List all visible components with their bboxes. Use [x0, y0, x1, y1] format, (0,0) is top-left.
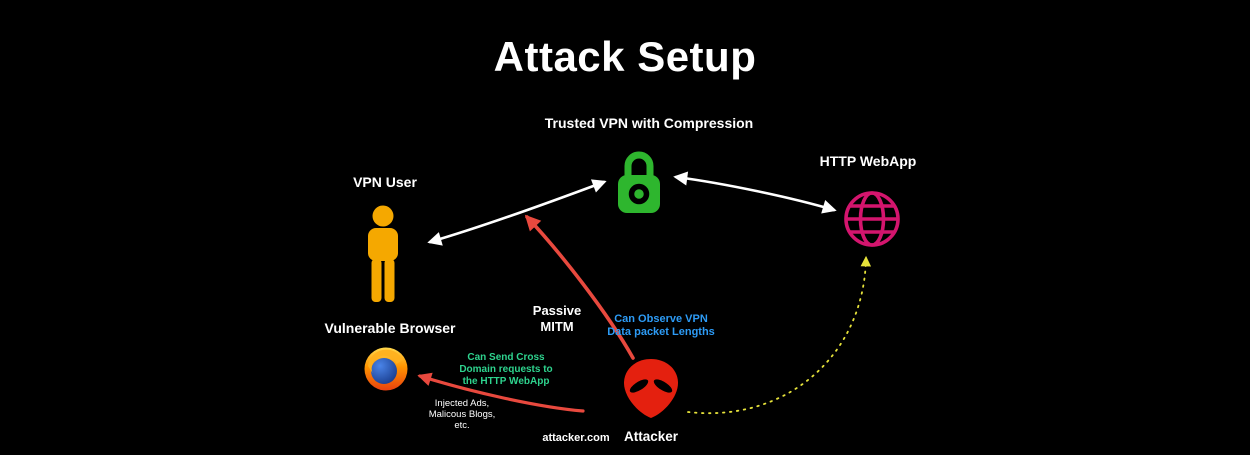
injected-ads-note: Injected Ads, Malicous Blogs, etc.	[428, 398, 496, 431]
attacker-node-label: Attacker	[623, 429, 679, 444]
cross-domain-note: Can Send Cross Domain requests to the HT…	[459, 352, 553, 387]
edge-attacker-mitm	[524, 214, 635, 360]
edge-attacker-browser	[417, 372, 585, 413]
vpn-user-node-label: VPN User	[353, 174, 417, 190]
observe-vpn-note: Can Observe VPN Data packet Lengths	[607, 313, 715, 338]
padlock-icon	[612, 147, 666, 217]
page-title: Attack Setup	[493, 33, 757, 80]
edge-user-vpn	[427, 179, 607, 246]
attacker-domain-label: attacker.com	[542, 432, 610, 444]
vpn-node-label: Trusted VPN with Compression	[544, 115, 754, 131]
webapp-node-label: HTTP WebApp	[819, 153, 917, 169]
edge-vpn-webapp	[673, 171, 837, 214]
browser-node-label: Vulnerable Browser	[324, 320, 456, 336]
alien-icon	[619, 358, 683, 420]
edge-attacker-webapp-dotted	[687, 255, 872, 415]
person-icon	[359, 205, 407, 303]
globe-icon	[842, 189, 902, 249]
passive-mitm-note: Passive MITM	[532, 303, 582, 334]
firefox-icon	[363, 346, 409, 392]
